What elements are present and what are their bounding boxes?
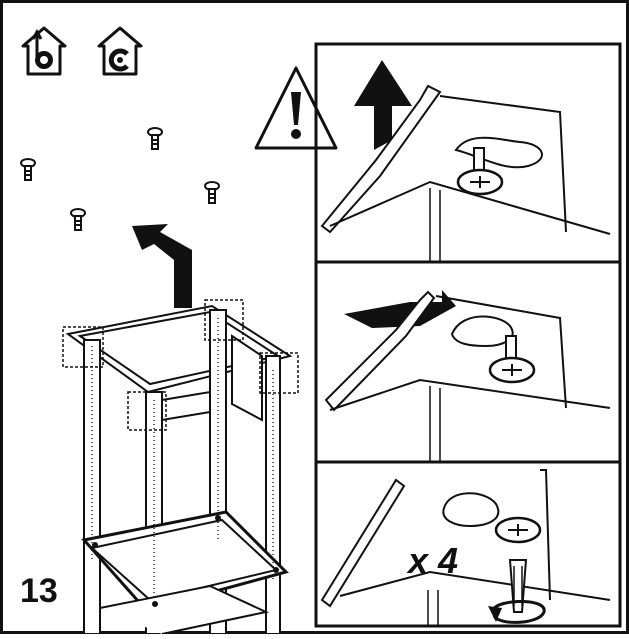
up-arrow-icon bbox=[354, 60, 412, 150]
screw-4 bbox=[70, 208, 86, 231]
step-number: 13 bbox=[20, 572, 58, 610]
screw-3 bbox=[204, 181, 220, 204]
fixing-point-highlights bbox=[62, 299, 299, 431]
lift-arrow bbox=[132, 224, 192, 308]
frame-rivets bbox=[92, 515, 279, 607]
support-frame bbox=[65, 304, 293, 635]
left-arrow-icon bbox=[344, 290, 456, 328]
multiplier-label: x 4 bbox=[408, 540, 459, 581]
rotate-arrow-icon bbox=[492, 600, 546, 624]
screw-2 bbox=[20, 158, 36, 181]
screwdriver-icon bbox=[508, 559, 528, 613]
highlight-box-2 bbox=[204, 299, 244, 341]
panel-push-back bbox=[324, 290, 611, 462]
panel-lift-up bbox=[320, 60, 611, 262]
panel-tighten-screw bbox=[320, 469, 611, 626]
warning-triangle-icon bbox=[254, 66, 338, 150]
screw-1 bbox=[147, 127, 163, 150]
hood-recirculating-icon bbox=[97, 26, 143, 76]
highlight-box-1 bbox=[62, 326, 104, 368]
dotted-guides bbox=[91, 318, 274, 600]
highlight-box-3 bbox=[127, 391, 167, 431]
loose-screws bbox=[20, 127, 220, 231]
highlight-box-4 bbox=[259, 352, 299, 394]
detail-column-frame bbox=[314, 42, 622, 628]
hood-ducted-icon bbox=[21, 26, 67, 76]
